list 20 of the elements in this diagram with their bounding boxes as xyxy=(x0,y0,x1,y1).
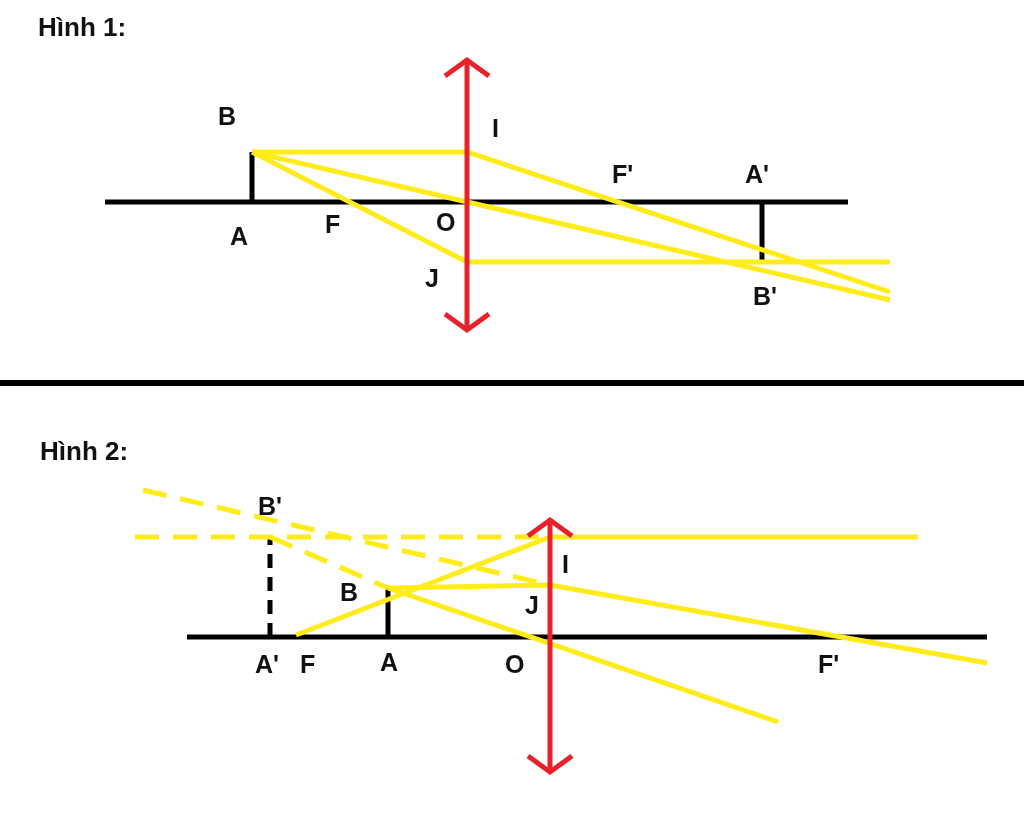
point-label: A xyxy=(230,224,249,249)
point-label: B' xyxy=(258,494,282,519)
figure-title: Hình 2: xyxy=(40,436,129,467)
point-label: F xyxy=(300,652,316,677)
point-label: B xyxy=(340,580,359,605)
point-label: B xyxy=(218,104,237,129)
point-label: A' xyxy=(255,652,279,677)
point-label: O xyxy=(505,652,525,677)
point-label: I xyxy=(492,116,499,141)
point-label: A' xyxy=(745,162,769,187)
point-label: J xyxy=(425,266,439,291)
point-label: B' xyxy=(753,284,777,309)
point-label: F' xyxy=(818,652,840,677)
figure-title: Hình 1: xyxy=(38,12,127,43)
point-label: O xyxy=(436,210,456,235)
point-label: A xyxy=(380,650,399,675)
point-label: J xyxy=(525,593,539,618)
point-label: F xyxy=(325,212,341,237)
point-label: F' xyxy=(612,162,634,187)
point-label: I xyxy=(562,552,569,577)
